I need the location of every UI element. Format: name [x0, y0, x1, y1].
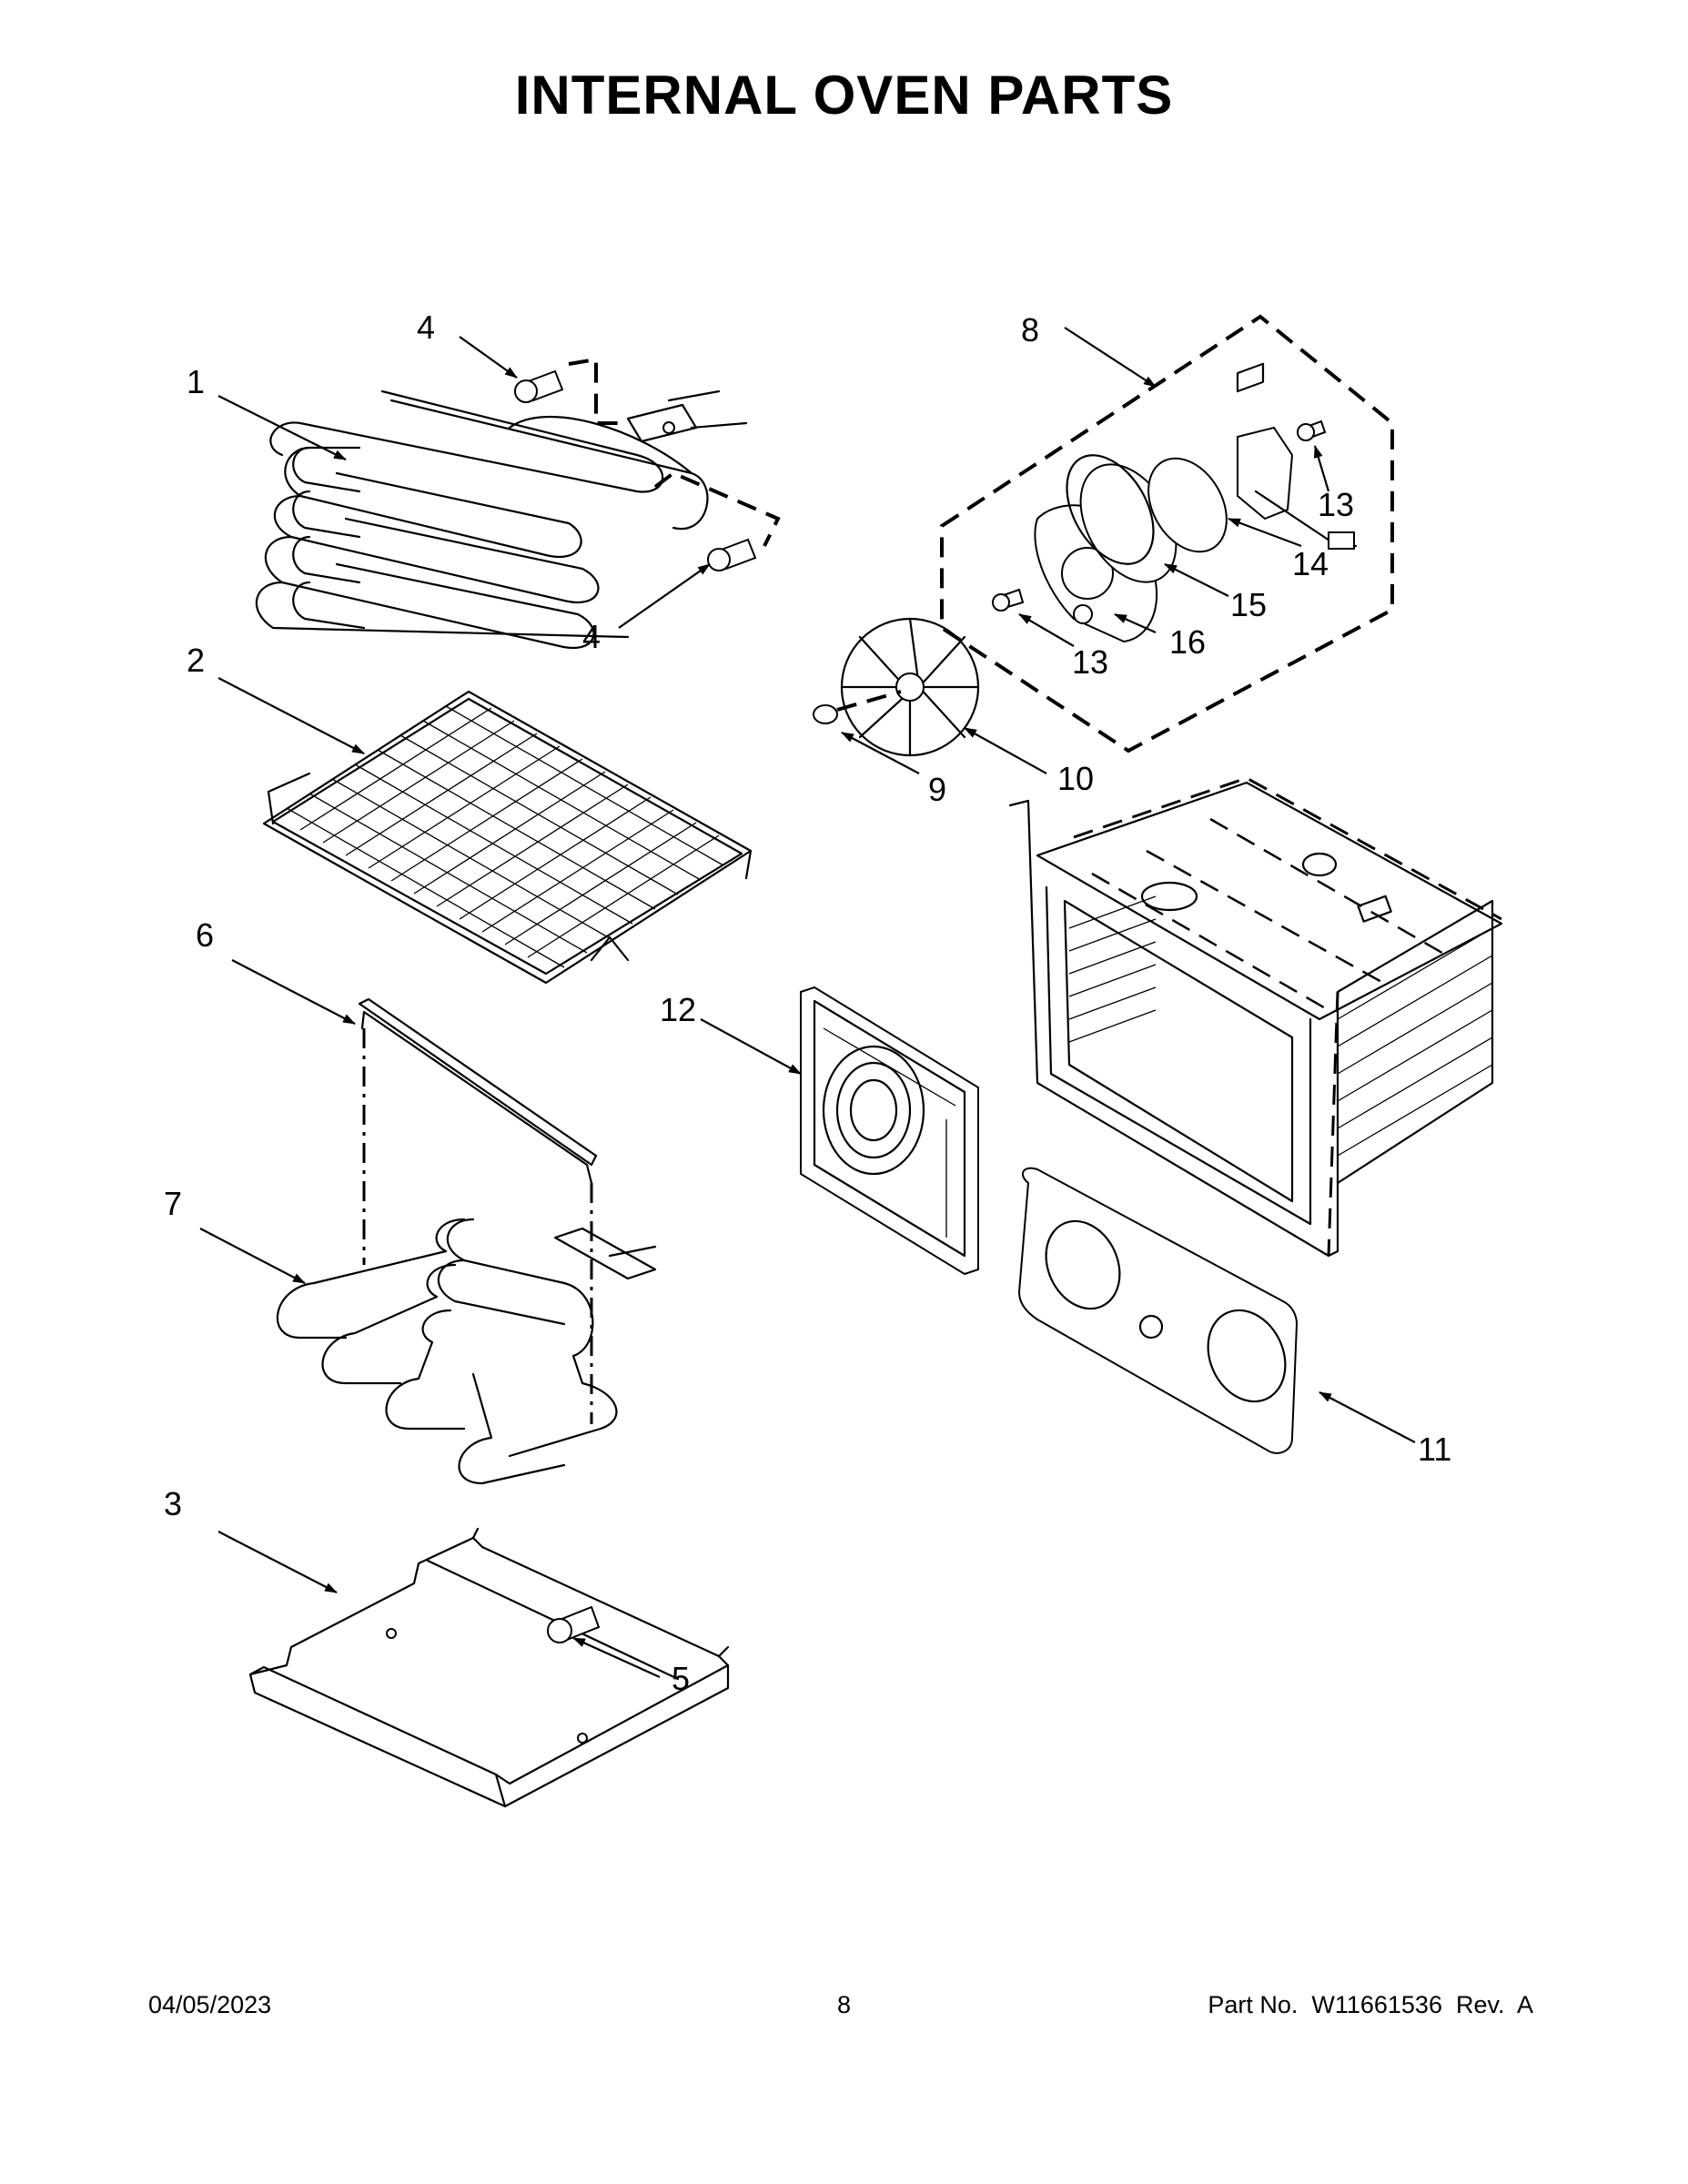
- dashed-assembly-line: [836, 690, 902, 712]
- callout-14: 14: [1292, 545, 1329, 582]
- fan-nut: [813, 704, 838, 724]
- callout-9: 9: [928, 771, 946, 808]
- callout-13-right: 13: [1318, 486, 1354, 523]
- oven-cavity: [1008, 362, 1503, 1258]
- convection-fan-blade: [840, 617, 980, 757]
- callout-13-left: 13: [1072, 643, 1108, 681]
- motor-gasket: [1147, 457, 1228, 553]
- bake-element-upper: [255, 389, 748, 649]
- callout-6: 6: [196, 916, 214, 954]
- callout-3: 3: [164, 1485, 182, 1522]
- element-shield: [358, 997, 598, 1185]
- callout-2: 2: [187, 642, 205, 679]
- oven-rack: [262, 690, 753, 985]
- dashed-assembly-line: [653, 470, 781, 547]
- callout-5: 5: [672, 1660, 690, 1697]
- insulation-panel: [1017, 1167, 1299, 1454]
- callout-15: 15: [1230, 586, 1267, 623]
- callout-16: 16: [1169, 623, 1206, 661]
- convection-motor: [1237, 426, 1358, 550]
- dashed-assembly-line: [568, 357, 628, 425]
- screw-4-top: [514, 369, 564, 403]
- footer-page-number: 8: [836, 1991, 852, 2018]
- assembly-8-outline: [940, 314, 1394, 753]
- screw-13-right: [1297, 420, 1327, 441]
- screw-5: [547, 1605, 601, 1643]
- callout-12: 12: [660, 991, 696, 1028]
- callout-1: 1: [187, 363, 205, 400]
- footer-date: 04/05/2023: [148, 1991, 272, 2018]
- callout-4-bottom: 4: [582, 618, 601, 655]
- screw-13-left: [992, 588, 1025, 612]
- convection-rear-panel: [800, 986, 979, 1276]
- callout-11: 11: [1418, 1431, 1451, 1468]
- footer-part-number: Part No. W11661536 Rev. A: [1208, 1991, 1533, 2018]
- callout-10: 10: [1057, 760, 1094, 797]
- callout-leaders: [199, 327, 1416, 1679]
- callout-7: 7: [164, 1185, 182, 1222]
- callout-8: 8: [1021, 311, 1039, 349]
- page-title: INTERNAL OVEN PARTS: [514, 65, 1174, 126]
- screw-4-bottom: [707, 538, 757, 571]
- oven-bottom-panel: [248, 1527, 730, 1808]
- callout-4-top: 4: [417, 308, 435, 346]
- broil-element-lower: [276, 1218, 657, 1485]
